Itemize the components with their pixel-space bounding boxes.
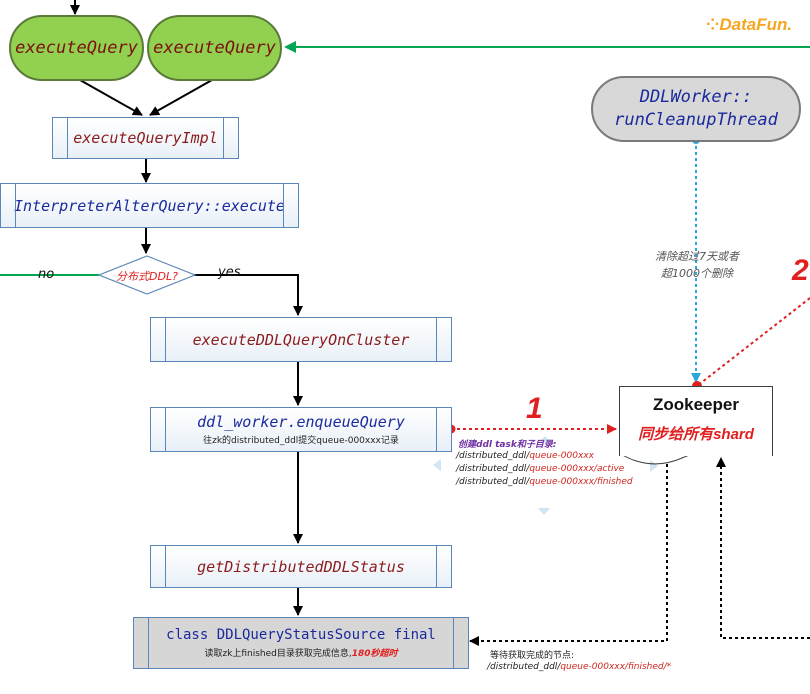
execute-ddl-on-cluster-label: executeDDLQueryOnCluster: [192, 330, 410, 349]
enqueue-title: ddl_worker.enqueueQuery: [197, 413, 405, 431]
execute-query-impl: executeQueryImpl: [52, 117, 239, 159]
final-subtitle-prefix: 读取zk上finished目录获取完成信息,: [204, 649, 352, 659]
arrow-eq-right-impl: [149, 79, 213, 116]
zookeeper-subtitle: 同步给所有shard: [638, 426, 754, 443]
step-number-2: 2: [792, 254, 809, 287]
zookeeper-node: Zookeeper 同步给所有shard: [619, 386, 773, 456]
path-active-hl: queue-000xxx/active: [529, 464, 625, 474]
path-queue: /distributed_ddl/queue-000xxx: [456, 451, 594, 461]
path-active: /distributed_ddl/queue-000xxx/active: [456, 464, 624, 474]
zookeeper-title: Zookeeper: [653, 395, 739, 414]
final-subtitle: 读取zk上finished目录获取完成信息,180秒超时: [204, 646, 397, 659]
path-finished-prefix: /distributed_ddl/: [456, 477, 530, 487]
arrow-eq-left-impl: [79, 79, 143, 116]
logo-text: DataFun.: [719, 15, 793, 34]
get-distributed-ddl-status: getDistributedDDLStatus: [150, 545, 452, 588]
execute-query-right: executeQuery: [147, 15, 282, 81]
decision-diamond: [97, 255, 197, 295]
ddl-query-status-source: class DDLQueryStatusSource final 读取zk上fi…: [133, 617, 469, 669]
faint-triangle-2: [538, 508, 550, 515]
execute-query-left: executeQuery: [9, 15, 144, 81]
final-subtitle-timeout: 180秒超时: [351, 649, 398, 659]
wait-path-prefix: /distributed_ddl/: [487, 662, 561, 672]
final-title: class DDLQueryStatusSource final: [166, 627, 436, 643]
cleanup-line2: 超1000个删除: [661, 267, 733, 280]
wait-path: /distributed_ddl/queue-000xxx/finished/*: [487, 662, 671, 672]
arrow-zk-final: [469, 464, 668, 646]
decision-label: 分布式DDL?: [116, 270, 178, 283]
wait-label: 等待获取完成的节点:: [490, 651, 575, 661]
arrow-yes-branch: [194, 274, 303, 316]
ddl-worker-enqueue: ddl_worker.enqueueQuery 往zk的distributed_…: [150, 407, 452, 452]
get-status-label: getDistributedDDLStatus: [197, 557, 405, 576]
faint-triangle-4: [539, 436, 551, 442]
cleanup-line1: 清除超过7天或者: [655, 250, 739, 263]
path-finished: /distributed_ddl/queue-000xxx/finished: [456, 477, 633, 487]
datafun-logo: ⁘DataFun.: [706, 15, 792, 35]
enqueue-subtitle: 往zk的distributed_ddl提交queue-000xxx记录: [203, 436, 399, 446]
path-finished-hl: queue-000xxx/finished: [529, 477, 633, 487]
yes-label: yes: [218, 265, 241, 280]
path-queue-hl: queue-000xxx: [529, 451, 594, 461]
step-number-1: 1: [526, 392, 543, 425]
arrow-right-zk: [716, 457, 810, 639]
path-queue-prefix: /distributed_ddl/: [456, 451, 530, 461]
logo-icon: ⁘: [706, 15, 720, 34]
execute-query-impl-label: executeQueryImpl: [73, 129, 218, 147]
create-task-label: 创建ddl task和子目录:: [458, 440, 557, 450]
ddl-worker-cleanup: DDLWorker:: runCleanupThread: [591, 76, 801, 142]
execute-query-left-label: executeQuery: [15, 38, 138, 58]
ddl-worker-line2: runCleanupThread: [614, 110, 778, 130]
no-label: no: [38, 267, 55, 282]
execute-query-right-label: executeQuery: [153, 38, 276, 58]
interpreter-alter-query: InterpreterAlterQuery::execute: [0, 183, 299, 228]
arrow-red-sync: [696, 297, 810, 387]
faint-triangle-3: [650, 460, 658, 472]
execute-ddl-on-cluster: executeDDLQueryOnCluster: [150, 317, 452, 362]
wait-path-hl: queue-000xxx/finished/*: [560, 662, 672, 672]
cleanup-label: 清除超过7天或者 超1000个删除: [648, 248, 746, 282]
faint-triangle-1: [433, 459, 441, 471]
interpreter-alter-label: InterpreterAlterQuery::execute: [14, 196, 285, 215]
ddl-worker-line1: DDLWorker::: [639, 87, 753, 107]
path-active-prefix: /distributed_ddl/: [456, 464, 530, 474]
